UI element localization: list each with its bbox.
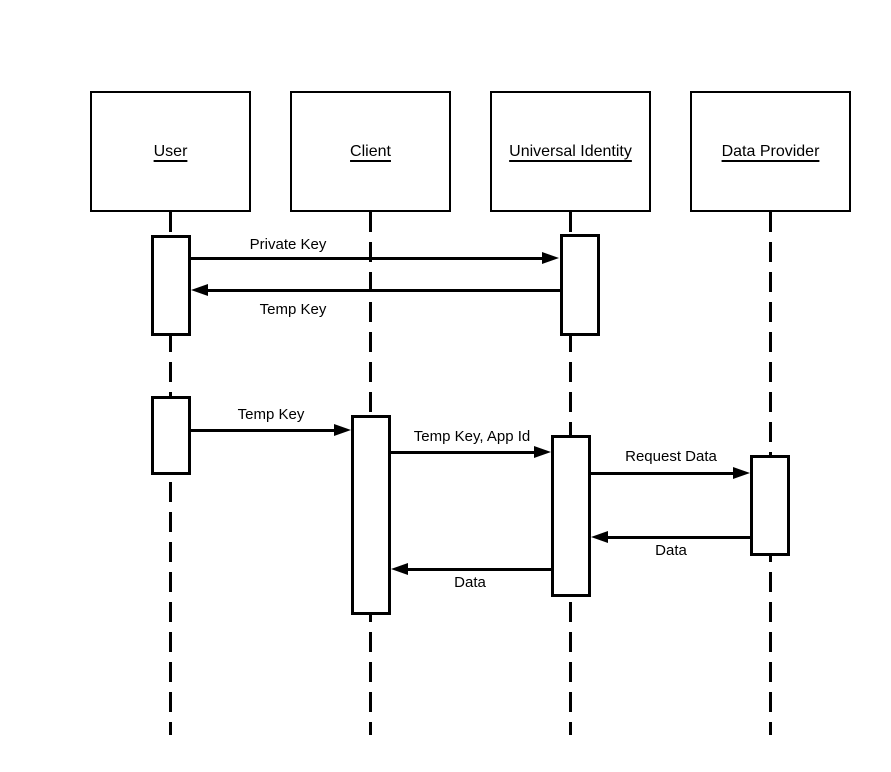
arrowhead-right-icon xyxy=(542,252,559,264)
message-line xyxy=(408,567,551,571)
arrowhead-left-icon xyxy=(591,531,608,543)
activation-universal-identity-1 xyxy=(560,234,600,336)
arrowhead-right-icon xyxy=(334,424,351,436)
actor-label-universal-identity: Universal Identity xyxy=(509,142,632,160)
message-label: Temp Key, App Id xyxy=(413,428,531,445)
actor-box-universal-identity: Universal Identity xyxy=(490,91,651,212)
activation-universal-identity-2 xyxy=(551,435,591,597)
message-line xyxy=(591,471,733,475)
actor-box-client: Client xyxy=(290,91,451,212)
message-line xyxy=(391,450,534,454)
message-line xyxy=(191,428,334,432)
message-label: Data xyxy=(655,542,687,559)
activation-user-1 xyxy=(151,235,191,336)
arrowhead-left-icon xyxy=(191,284,208,296)
activation-data-provider xyxy=(750,455,790,556)
activation-user-2 xyxy=(151,396,191,475)
message-label: Temp Key xyxy=(259,301,327,318)
message-label: Private Key xyxy=(249,236,327,253)
actor-label-user: User xyxy=(153,142,188,160)
actor-box-data-provider: Data Provider xyxy=(690,91,851,212)
arrowhead-right-icon xyxy=(733,467,750,479)
message-label: Temp Key xyxy=(237,406,305,423)
arrowhead-right-icon xyxy=(534,446,551,458)
arrowhead-left-icon xyxy=(391,563,408,575)
message-line xyxy=(208,288,560,292)
actor-box-user: User xyxy=(90,91,251,212)
activation-client xyxy=(351,415,391,615)
actor-label-client: Client xyxy=(350,142,391,160)
message-line xyxy=(608,535,750,539)
actor-label-data-provider: Data Provider xyxy=(721,142,820,160)
message-line xyxy=(191,256,543,260)
message-label: Request Data xyxy=(625,448,717,465)
message-label: Data xyxy=(454,574,486,591)
